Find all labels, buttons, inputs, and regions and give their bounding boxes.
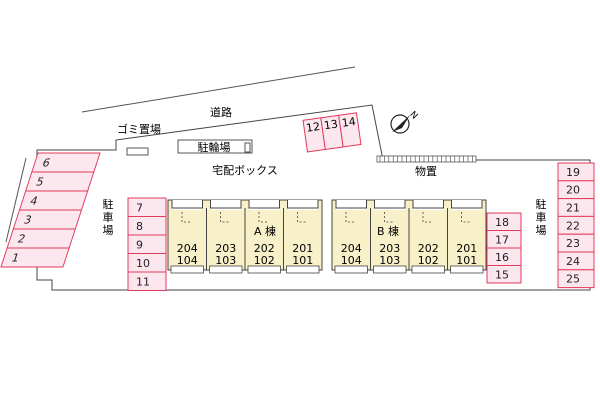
delivery-box-label: 宅配ボックス	[212, 163, 278, 177]
parking-number: 13	[323, 118, 339, 133]
bicycle-parking-label: 駐輪場	[198, 140, 231, 154]
parking-number: 25	[566, 273, 580, 286]
parking-space: 14	[338, 112, 362, 148]
parking-number: 7	[136, 201, 143, 214]
garbage-area	[126, 147, 149, 156]
parking-number: 6	[41, 157, 52, 170]
parking-left-column: 7 8 9 10 11	[127, 197, 167, 291]
parking-space: 4	[18, 190, 89, 211]
unit-number-lower: 101	[292, 254, 313, 267]
parking-space: 3	[12, 209, 83, 230]
unit-number-upper: 203	[215, 242, 236, 255]
parking-space: 1	[0, 247, 70, 268]
compass-north-label: N	[407, 110, 419, 122]
parking-number: 16	[495, 251, 509, 264]
bicycle-parking	[177, 139, 253, 154]
delivery-box-icon	[244, 142, 251, 153]
parking-space: 13	[320, 114, 344, 151]
garbage-area-label: ゴミ置場	[117, 122, 161, 136]
parking-space: 23	[557, 233, 595, 253]
parking-number: 18	[495, 216, 509, 229]
parking-space: 6	[31, 152, 101, 173]
unit-number-upper: 203	[379, 242, 400, 255]
parking-space: 17	[486, 230, 522, 249]
parking-number: 21	[566, 202, 580, 215]
unit-number-lower: 102	[418, 254, 439, 267]
unit-number-lower: 102	[254, 254, 275, 267]
parking-space: 19	[557, 162, 595, 182]
parking-number: 11	[136, 275, 150, 288]
parking-number: 10	[136, 257, 150, 270]
parking-number: 4	[28, 195, 39, 208]
road-left-line	[5, 157, 27, 243]
unit-number-upper: 204	[177, 242, 198, 255]
unit-number-upper: 201	[456, 242, 477, 255]
parking-space: 25	[557, 269, 595, 289]
compass-icon: N	[390, 110, 419, 134]
parking-space: 15	[486, 265, 522, 284]
parking-number: 20	[566, 184, 580, 197]
parking-space: 16	[486, 247, 522, 266]
parking-number: 22	[566, 219, 580, 232]
parking-number: 9	[136, 238, 143, 251]
unit-number-upper: 201	[292, 242, 313, 255]
unit-number-lower: 104	[341, 254, 362, 267]
parking-left-label: 駐車場	[103, 197, 114, 237]
parking-number: 23	[566, 237, 580, 250]
parking-number: 8	[136, 220, 143, 233]
parking-number: 19	[566, 166, 580, 179]
parking-space: 9	[127, 234, 167, 254]
parking-space: 20	[557, 180, 595, 200]
storage-hatch	[376, 155, 477, 163]
road-top-line	[81, 66, 356, 113]
parking-number: 15	[495, 268, 509, 281]
parking-space: 8	[127, 216, 167, 236]
parking-space: 10	[127, 253, 167, 273]
parking-right-label: 駐車場	[536, 197, 547, 237]
parking-number: 1	[10, 252, 21, 265]
road-top-label: 道路	[210, 105, 232, 119]
parking-number: 24	[566, 255, 580, 268]
unit-number-lower: 104	[177, 254, 198, 267]
parking-number: 17	[495, 233, 509, 246]
parking-number: 5	[34, 176, 45, 189]
parking-space: 5	[24, 171, 95, 192]
unit-number-lower: 103	[215, 254, 236, 267]
parking-middle: 18 17 16 15	[486, 212, 522, 284]
storage-label: 物置	[415, 164, 437, 178]
unit-number-upper: 202	[418, 242, 439, 255]
parking-space: 22	[557, 215, 595, 235]
unit-number-upper: 204	[341, 242, 362, 255]
parking-space: 18	[486, 212, 522, 231]
parking-number: 12	[305, 120, 321, 135]
parking-right: 19 20 21 22 23 24 25	[557, 162, 595, 289]
unit-number-upper: 202	[254, 242, 275, 255]
parking-space: 12	[302, 117, 326, 153]
unit-number-lower: 101	[456, 254, 477, 267]
parking-left-diagonal: 1 2 3 4 5 6	[0, 152, 101, 268]
parking-number: 2	[16, 233, 27, 246]
parking-space: 24	[557, 251, 595, 271]
building-a-label: A 棟	[254, 224, 276, 238]
unit-number-lower: 103	[379, 254, 400, 267]
parking-space: 2	[6, 228, 76, 249]
parking-number: 14	[341, 115, 357, 130]
parking-space: 11	[127, 271, 167, 291]
parking-space: 21	[557, 198, 595, 217]
parking-space: 7	[127, 197, 167, 217]
building-b-label: B 棟	[377, 224, 399, 238]
parking-number: 3	[22, 214, 33, 227]
